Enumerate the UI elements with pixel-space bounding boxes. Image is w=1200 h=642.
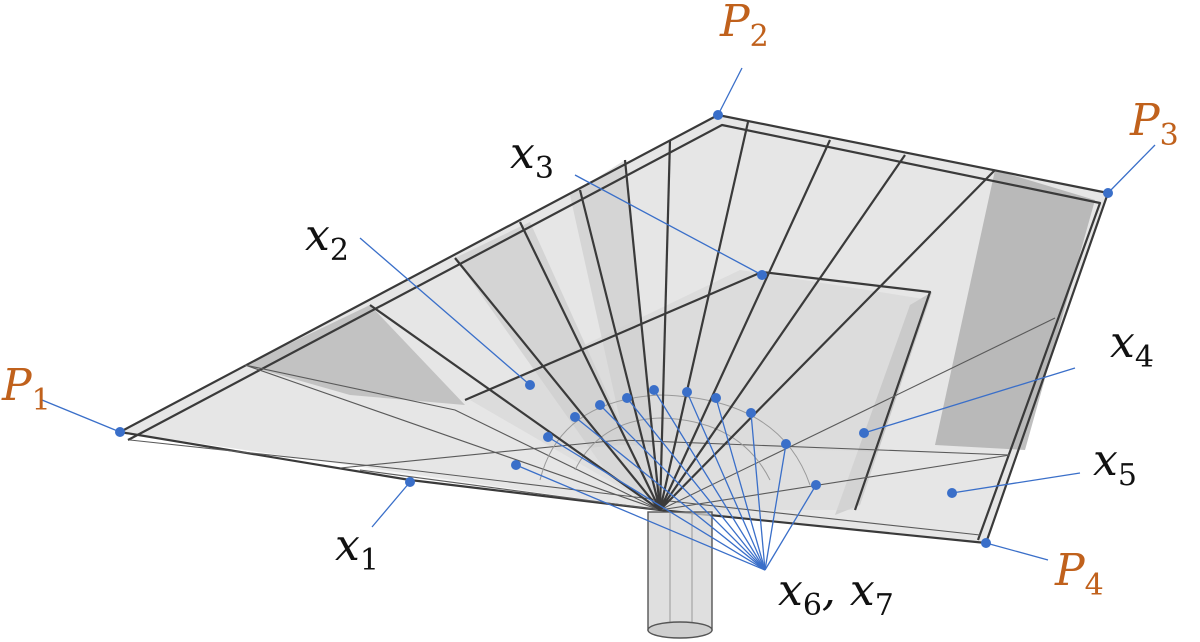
leader-lines xyxy=(41,67,1156,571)
leader-x4 xyxy=(863,367,1076,434)
support-pole xyxy=(647,511,713,639)
marker-dots xyxy=(115,110,1113,548)
pole-base xyxy=(647,621,713,639)
rib-5 xyxy=(623,159,662,511)
rib-8 xyxy=(659,139,831,511)
point-x6-2 xyxy=(543,432,553,442)
leader-p4 xyxy=(985,542,1049,561)
point-x6-5 xyxy=(622,393,632,403)
cross-edge-1 xyxy=(244,364,661,511)
label-x4: x4 xyxy=(1110,317,1154,375)
leader-x1 xyxy=(371,481,411,528)
rib-9 xyxy=(659,154,906,511)
rib-6 xyxy=(658,139,672,511)
inner-arc-2 xyxy=(574,417,771,481)
cross-edge-3 xyxy=(359,469,661,511)
label-p2: P2 xyxy=(719,0,769,54)
pole-body xyxy=(647,511,713,631)
point-x6-7 xyxy=(682,387,692,397)
rib-4 xyxy=(578,189,662,511)
point-x2 xyxy=(525,380,535,390)
leader-fan-x6-x7 xyxy=(515,389,817,571)
point-x6-10 xyxy=(781,439,791,449)
point-x6-1 xyxy=(511,460,521,470)
point-x4 xyxy=(859,428,869,438)
label-x5: x5 xyxy=(1093,435,1137,493)
rib-7 xyxy=(658,121,750,511)
inner-frame xyxy=(464,270,932,511)
point-x6-6 xyxy=(649,385,659,395)
cross-edge-4 xyxy=(659,454,1011,511)
label-p1: P1 xyxy=(1,360,51,418)
label-x1: x1 xyxy=(335,520,379,578)
leader-p2 xyxy=(717,67,743,116)
leader-x3 xyxy=(574,174,763,276)
front-lower-edge-2 xyxy=(129,439,981,536)
point-x6-4 xyxy=(595,400,605,410)
label-p4: P4 xyxy=(1054,545,1104,603)
point-p3 xyxy=(1103,188,1113,198)
radial-ribs xyxy=(369,121,996,511)
leader-x2 xyxy=(359,237,531,386)
point-p4 xyxy=(981,538,991,548)
cross-edge-2 xyxy=(244,364,661,511)
structure-edges xyxy=(119,113,1110,545)
rib-3 xyxy=(519,221,661,511)
shaded-wedge-right xyxy=(935,170,1095,450)
point-p1 xyxy=(115,427,125,437)
point-x6-8 xyxy=(711,393,721,403)
inner-frame-2 xyxy=(339,439,1011,469)
rib-10 xyxy=(659,169,996,511)
shaded-wedge-left xyxy=(245,305,465,405)
label-x3: x3 xyxy=(510,128,554,186)
point-x6-9 xyxy=(746,408,756,418)
front-lower-edge xyxy=(119,430,987,545)
outer-rim-edge-inner xyxy=(127,123,1102,541)
rib-2 xyxy=(454,257,661,511)
leader-p3 xyxy=(1107,144,1156,194)
point-p2 xyxy=(713,110,723,120)
inner-panel xyxy=(470,270,930,510)
side-wall-right xyxy=(835,292,932,515)
outer-rim-edge xyxy=(119,113,1110,544)
label-x6-x7: x6, x7 xyxy=(778,565,894,623)
shaded-wedge-mid-1 xyxy=(455,222,660,510)
labels: P2 P3 P1 P4 x3 x2 x4 x5 x1 x6, x7 xyxy=(1,0,1179,623)
label-p3: P3 xyxy=(1129,95,1179,153)
point-x1 xyxy=(405,477,415,487)
point-x5 xyxy=(947,488,957,498)
point-x3 xyxy=(757,270,767,280)
point-x6-11 xyxy=(811,480,821,490)
leader-p1 xyxy=(41,399,121,433)
cross-edge-5 xyxy=(659,317,1056,511)
leader-x5 xyxy=(951,472,1081,494)
label-x2: x2 xyxy=(305,210,349,268)
point-x6-3 xyxy=(570,412,580,422)
